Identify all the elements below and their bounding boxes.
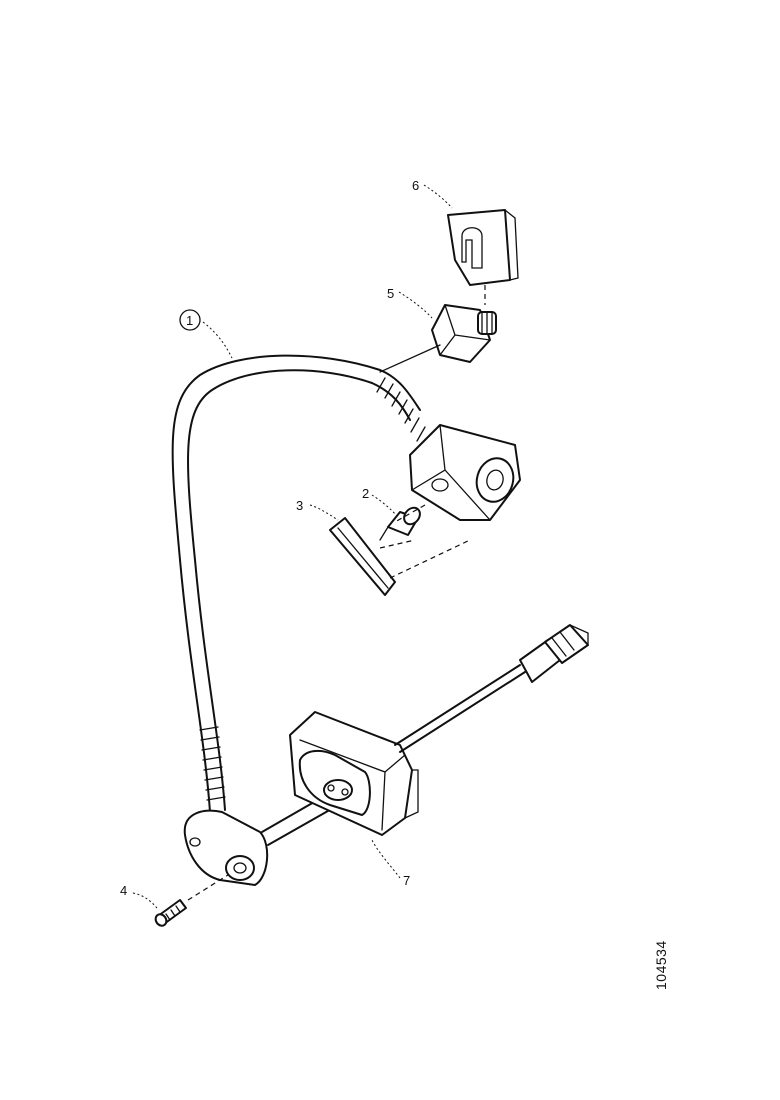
arm-base-mount xyxy=(183,809,269,886)
callout-3-label: 3 xyxy=(296,498,303,513)
callout-4-label: 4 xyxy=(120,883,127,898)
lamp-head-housing xyxy=(409,424,521,521)
callout-1-label: 1 xyxy=(186,313,193,328)
callout-1: 1 xyxy=(179,309,201,331)
mounting-screw xyxy=(154,899,187,927)
callout-5-label: 5 xyxy=(387,286,394,301)
callout-2-label: 2 xyxy=(362,486,369,501)
lens-cover xyxy=(329,517,396,596)
socket-housing xyxy=(289,711,419,836)
callout-6-label: 6 xyxy=(412,178,419,193)
power-cable xyxy=(394,664,526,753)
retaining-clip xyxy=(447,209,519,286)
bulb xyxy=(379,506,421,541)
callout-7-label: 7 xyxy=(403,873,410,888)
drawing-reference-number: 104534 xyxy=(653,940,669,990)
cable-plug xyxy=(519,624,589,683)
flexible-lamp-arm xyxy=(171,354,426,813)
rotary-switch xyxy=(431,304,497,363)
